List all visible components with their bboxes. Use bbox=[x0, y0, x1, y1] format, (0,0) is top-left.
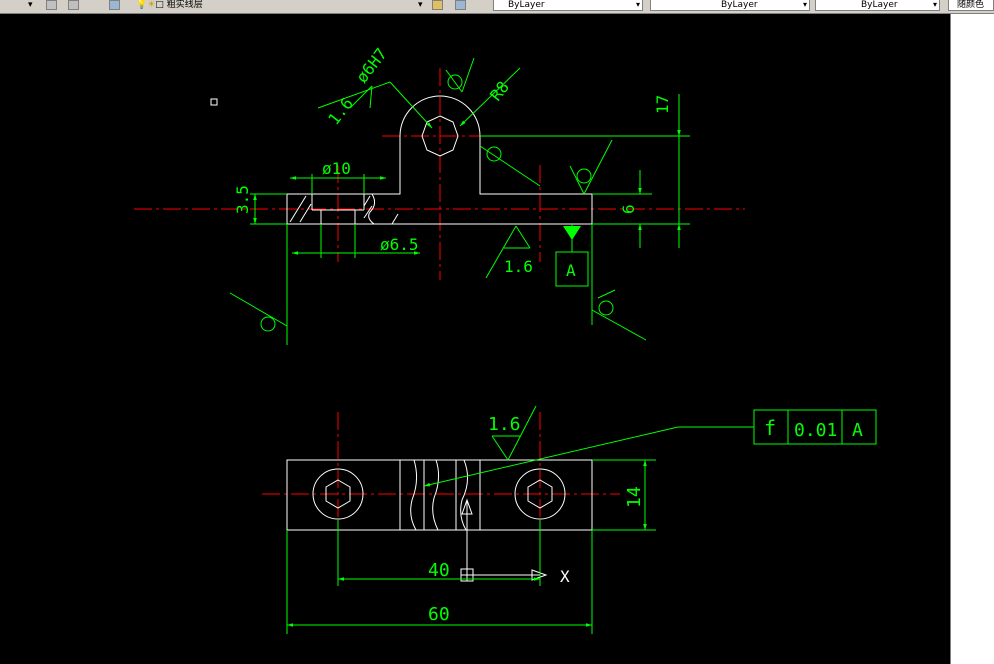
section-hatch bbox=[289, 195, 399, 225]
front-view: ø6H7 1.6 R8 17 ø10 3.5 ø6.5 6 1.6 A bbox=[134, 44, 745, 345]
chevron-down-icon: ▾ bbox=[802, 0, 807, 9]
counterbore-dia-label: ø10 bbox=[322, 159, 351, 178]
right-panel[interactable] bbox=[950, 14, 994, 664]
ucs-icon bbox=[460, 498, 548, 582]
roughness-bottom-label: 1.6 bbox=[504, 257, 533, 276]
hole-fit-label: ø6H7 bbox=[352, 44, 391, 86]
layer-previous-icon[interactable] bbox=[68, 0, 79, 10]
chevron-down-icon: ▾ bbox=[635, 0, 640, 9]
layer-name: 粗实线层 bbox=[166, 0, 203, 10]
tolerance-value: 0.01 bbox=[794, 420, 837, 441]
front-dimensions bbox=[229, 57, 690, 345]
base-height-label: 6 bbox=[619, 204, 638, 214]
drawing-canvas[interactable]: ø6H7 1.6 R8 17 ø10 3.5 ø6.5 6 1.6 A bbox=[0, 14, 950, 664]
plan-outline bbox=[286, 459, 593, 531]
layer-control[interactable]: 💡☀□ 粗实线层 bbox=[136, 0, 203, 12]
lock-icon: □ bbox=[155, 0, 164, 10]
ucs-x-label: X bbox=[560, 567, 570, 586]
dropdown-arrow-icon[interactable]: ▾ bbox=[28, 0, 33, 10]
layer-states-icon[interactable] bbox=[46, 0, 57, 10]
make-current-icon[interactable] bbox=[432, 0, 443, 10]
linetype-value: ByLayer bbox=[721, 0, 758, 10]
layer-match-icon[interactable] bbox=[455, 0, 466, 10]
datum-label: A bbox=[566, 261, 576, 280]
radius-label: R8 bbox=[486, 78, 513, 105]
plan-centerlines bbox=[262, 412, 620, 568]
hole-dia-label: ø6.5 bbox=[380, 235, 419, 254]
part-outline bbox=[286, 95, 593, 225]
layer-dropdown-arrow-icon[interactable]: ▾ bbox=[418, 0, 423, 10]
grip-marker[interactable] bbox=[210, 98, 218, 106]
lineweight-value: ByLayer bbox=[861, 0, 898, 10]
layer-manager-icon[interactable] bbox=[109, 0, 120, 10]
plan-view: X 1.6 f 0.0 bbox=[262, 405, 877, 634]
overall-length-label: 60 bbox=[428, 604, 450, 625]
tolerance-datum: A bbox=[852, 420, 863, 441]
height-17-label: 17 bbox=[653, 95, 672, 114]
thickness-label: 3.5 bbox=[233, 185, 252, 214]
toolbar: ▾ 💡☀□ 粗实线层 ▾ ByLayer ▾ ByLayer ▾ ByLayer… bbox=[0, 0, 994, 14]
color-value: ByLayer bbox=[508, 0, 545, 10]
sun-icon: ☀ bbox=[147, 0, 156, 10]
plan-height-label: 14 bbox=[624, 486, 645, 508]
plotstyle-value: 随颜色 bbox=[957, 0, 985, 10]
color-control[interactable]: ByLayer ▾ bbox=[493, 0, 643, 11]
bulb-icon: 💡 bbox=[136, 0, 148, 10]
tolerance-symbol: f bbox=[764, 416, 776, 440]
datum-triangle-icon bbox=[563, 226, 581, 240]
roughness-top-label: 1.6 bbox=[324, 94, 357, 128]
plan-dimensions bbox=[286, 405, 877, 634]
plan-labels: 1.6 f 0.01 A 14 40 60 bbox=[428, 414, 863, 625]
linetype-control[interactable]: ByLayer ▾ bbox=[650, 0, 810, 11]
lineweight-control[interactable]: ByLayer ▾ bbox=[815, 0, 940, 11]
plotstyle-control[interactable]: 随颜色 bbox=[948, 0, 994, 11]
roughness-plan-label: 1.6 bbox=[488, 414, 521, 435]
hole-spacing-label: 40 bbox=[428, 560, 450, 581]
chevron-down-icon: ▾ bbox=[932, 0, 937, 9]
